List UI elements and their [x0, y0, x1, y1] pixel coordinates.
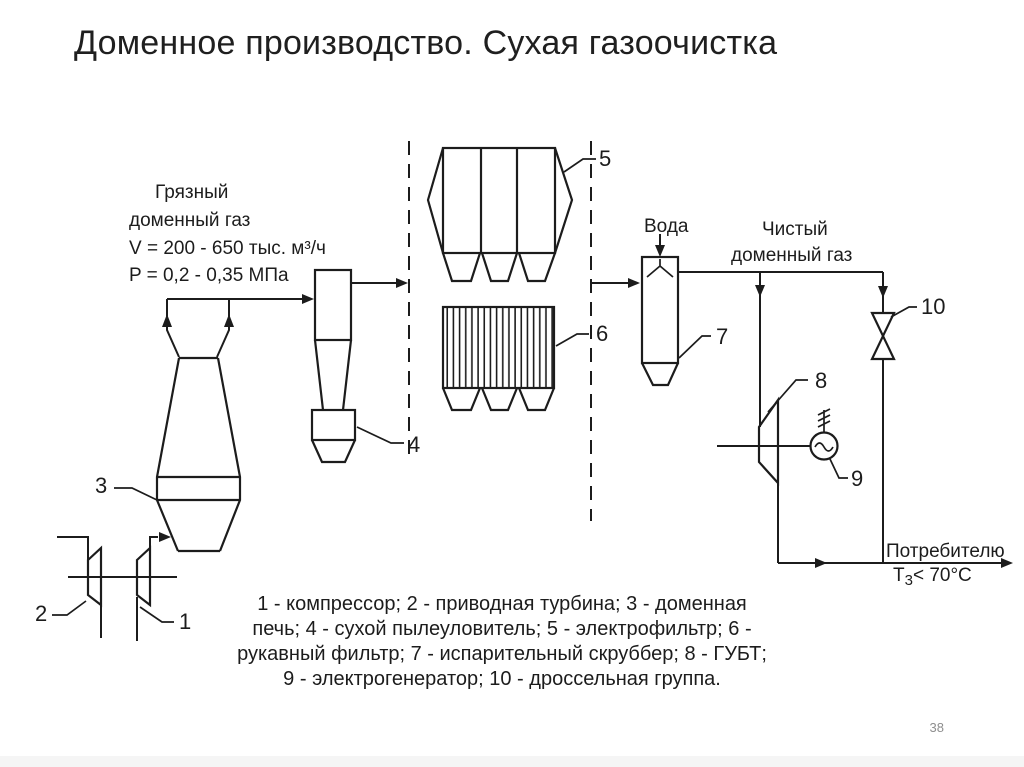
bag-filter-bags: [443, 307, 554, 388]
blast-air-line: [149, 536, 158, 548]
furnace-right-profile: [216, 357, 242, 552]
scrubber: [640, 255, 711, 387]
callout-7: 7: [716, 324, 728, 349]
scrubber-body: [640, 255, 680, 365]
scrubber-hopper: [641, 362, 680, 387]
furnace-uptake-left: [166, 299, 180, 358]
gubt-body: [757, 396, 780, 486]
consumer-label: Потребителю: [886, 541, 1005, 562]
generator-body: [809, 431, 839, 461]
gas-lines: [57, 234, 1009, 641]
arrow-to-gubt: [755, 285, 765, 297]
electrofilter-dividers: [479, 148, 519, 253]
electrofilter-right-point: [553, 147, 574, 254]
callout-9: 9: [851, 466, 863, 491]
slide-edge: [0, 756, 1024, 767]
dustcatcher-bin-hopper: [310, 439, 357, 464]
legend-line1: 1 - компрессор; 2 - приводная турбина; 3…: [257, 593, 747, 615]
dustcatcher-cone: [313, 339, 353, 411]
dirty-gas-label-line2: доменный газ: [129, 210, 250, 231]
compressor: [135, 545, 152, 608]
leader-7: [678, 335, 711, 359]
arrow-blast-air: [159, 532, 171, 542]
ground-icon: [817, 408, 831, 432]
page-title: Доменное производство. Сухая газоочистка: [74, 24, 778, 62]
ac-wave-icon: [814, 442, 834, 452]
page-number: 38: [929, 720, 944, 735]
callout-3: 3: [95, 473, 107, 498]
dustcatcher-bin: [310, 408, 357, 442]
drive-turbine: [86, 545, 103, 608]
legend: 1 - компрессор; 2 - приводная турбина; 3…: [237, 593, 767, 690]
callout-1: 1: [179, 609, 191, 634]
electrofilter: [426, 146, 596, 283]
leader-1: [139, 606, 174, 623]
leader-6: [555, 333, 589, 347]
arrow-consumer-end: [1001, 558, 1013, 568]
electrofilter-body: [441, 146, 557, 255]
furnace-uptake-right: [216, 299, 230, 358]
turbine-inlet-line: [57, 536, 89, 560]
spray-nozzle-icon: [646, 259, 674, 278]
callout-10: 10: [921, 294, 945, 319]
electrofilter-hoppers: [441, 252, 557, 283]
bag-filter: [441, 305, 589, 412]
callout-4: 4: [408, 432, 420, 457]
callout-5: 5: [599, 146, 611, 171]
generator: [809, 408, 848, 479]
leader-10: [890, 306, 917, 318]
arrow-water-down: [655, 245, 665, 257]
legend-line4: 9 - электрогенератор; 10 - дроссельная г…: [283, 668, 721, 690]
electrofilter-left-point: [426, 147, 445, 254]
leader-4: [356, 426, 404, 444]
dustcatcher-body: [313, 268, 353, 342]
arrow-uptake-right: [224, 314, 234, 327]
clean-gas-label-line1: Чистый: [762, 219, 828, 240]
flow-arrows: [159, 245, 1013, 568]
arrow-into-dustcatcher: [302, 294, 314, 304]
blast-furnace: [114, 356, 242, 553]
water-label: Вода: [644, 216, 689, 237]
throttle-lower-triangle: [870, 333, 896, 361]
arrow-to-throttle: [878, 286, 888, 298]
arrow-uptake-left: [162, 314, 172, 327]
arrow-to-boundary: [396, 278, 408, 288]
dust-catcher: [310, 268, 404, 464]
throttle-valve: [870, 306, 917, 361]
leader-9: [829, 458, 848, 479]
callout-6: 6: [596, 321, 608, 346]
bag-filter-body: [441, 305, 556, 390]
throttle-upper-triangle: [870, 311, 896, 339]
leader-5: [563, 158, 596, 173]
legend-line2: печь; 4 - сухой пылеуловитель; 5 - элект…: [252, 618, 751, 640]
bag-filter-hoppers: [441, 387, 556, 412]
leader-8: [767, 379, 808, 413]
turbine-compressor-unit: [52, 545, 174, 623]
dirty-gas-volume: V = 200 - 650 тыс. м³/ч: [129, 238, 326, 259]
legend-line3: рукавный фильтр; 7 - испарительный скруб…: [237, 643, 767, 665]
leader-3: [114, 487, 158, 501]
arrow-into-scrubber: [628, 278, 640, 288]
furnace-belly-band: [157, 475, 240, 502]
dirty-gas-pressure: P = 0,2 - 0,35 МПа: [129, 265, 289, 286]
gubt-turbine: [757, 379, 808, 486]
callout-8: 8: [815, 368, 827, 393]
temperature-label: Т3< 70°С: [893, 565, 972, 589]
clean-gas-label-line2: доменный газ: [731, 245, 852, 266]
callout-2: 2: [35, 601, 47, 626]
leader-2: [52, 600, 87, 616]
dirty-gas-label-line1: Грязный: [155, 182, 228, 203]
furnace-left-profile: [155, 357, 181, 552]
arrow-consumer-mid: [815, 558, 827, 568]
